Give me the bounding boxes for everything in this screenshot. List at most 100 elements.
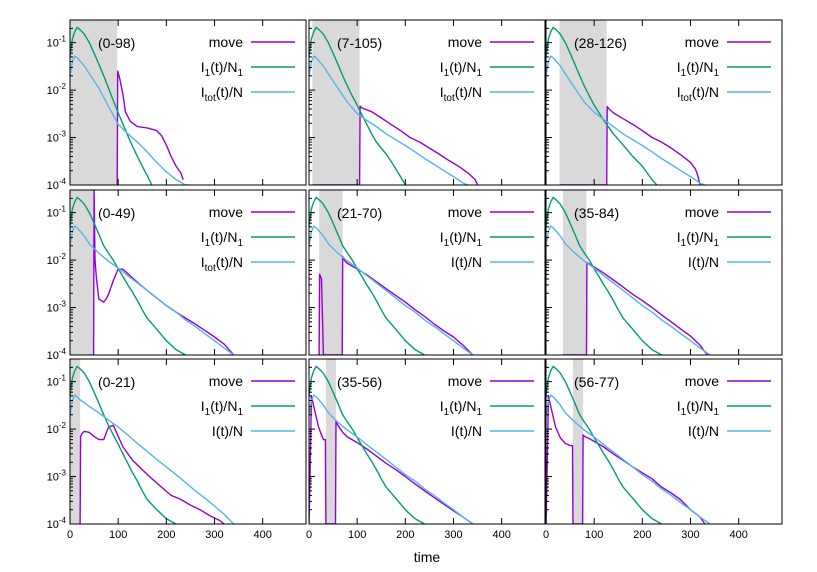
panel-frame: [69, 19, 307, 186]
legend-subscript: 1: [713, 238, 719, 249]
x-tick-label: 300: [205, 529, 223, 541]
y-tick-label: 10-4: [47, 516, 67, 531]
window-annotation: (35-84): [574, 205, 619, 221]
legend-entry: I1(t)/N1: [201, 59, 244, 79]
legend-subscript: 1: [444, 238, 450, 249]
legend-entry: move: [209, 373, 243, 389]
legend-entry: move: [448, 373, 482, 389]
x-tick-label: 200: [633, 529, 651, 541]
y-tick-exponent: -3: [59, 469, 67, 478]
window-annotation: (7-105): [337, 35, 382, 51]
legend-subscript: 1: [476, 238, 482, 249]
panel-frame: [545, 358, 783, 525]
y-tick-label: 10-3: [47, 469, 67, 484]
series-line-itottn: [309, 55, 469, 185]
panel-row2-col1: 10-410-310-210-1(0-49)moveI1(t)/N1Itot(t…: [47, 189, 307, 362]
y-tick-exponent: -4: [59, 347, 67, 356]
legend-subscript: tot: [444, 93, 455, 104]
legend-text: (t)/N: [449, 59, 476, 75]
panel-row1-col1: 10-410-310-210-1(0-98)moveI1(t)/N1Itot(t…: [47, 19, 307, 192]
x-tick-label: 100: [348, 529, 366, 541]
series-group: [70, 365, 235, 524]
shaded-range: [562, 190, 587, 355]
y-tick-exponent: -4: [59, 177, 67, 186]
series-line-i1tn1: [546, 26, 658, 185]
legend-subscript: 1: [237, 68, 243, 79]
window-annotation: (0-98): [98, 35, 135, 51]
legend-entry: I1(t)/N1: [677, 229, 720, 249]
y-tick-exponent: -1: [59, 205, 67, 214]
legend-entry: move: [685, 373, 719, 389]
legend-subscript: 1: [444, 407, 450, 418]
legend-subscript: 1: [205, 238, 211, 249]
series-line-i1tn1: [546, 365, 662, 524]
y-tick-label: 10-3: [47, 300, 67, 315]
series-line-i1tn1: [309, 365, 425, 524]
series-group: [70, 190, 235, 355]
legend-subscript: tot: [681, 93, 692, 104]
x-tick-label: 300: [681, 529, 699, 541]
panel-frame: [308, 189, 546, 356]
series-line-move: [79, 424, 225, 524]
series-group: [309, 365, 474, 524]
x-axis-label: time: [414, 549, 441, 565]
series-line-i1tn1: [70, 196, 186, 355]
legend-entry: Itot(t)/N: [201, 254, 243, 274]
legend-entry: Itot(t)/N: [201, 84, 243, 104]
window-annotation: (28-126): [574, 35, 627, 51]
window-annotation: (56-77): [574, 374, 619, 390]
y-tick-label: 10-4: [47, 177, 67, 192]
legend-subscript: 1: [681, 407, 687, 418]
series-line-itottn: [70, 55, 191, 185]
legend-entry: move: [448, 204, 482, 220]
y-tick-label: 10-4: [47, 347, 67, 362]
x-tick-label: 400: [253, 529, 271, 541]
y-tick-label: 10-2: [47, 421, 67, 436]
y-tick-exponent: -3: [59, 130, 67, 139]
legend-text: (t)/N: [692, 84, 719, 100]
legend-entry: I(t)/N: [451, 423, 482, 439]
y-tick-label: 10-3: [47, 130, 67, 145]
legend-text: (t)/N: [210, 398, 237, 414]
legend-entry: move: [209, 34, 243, 50]
series-group: [546, 196, 711, 355]
legend-subscript: 1: [681, 68, 687, 79]
shaded-range: [70, 359, 81, 524]
panel-frame: [308, 358, 546, 525]
series-line-move: [309, 395, 474, 524]
y-tick-exponent: -2: [59, 252, 67, 261]
series-line-i1tn1: [70, 26, 153, 185]
legend-subscript: 1: [476, 407, 482, 418]
legend-entry: I1(t)/N1: [201, 398, 244, 418]
series-line-move: [116, 70, 184, 185]
x-tick-label: 0: [543, 529, 549, 541]
legend-subscript: 1: [713, 407, 719, 418]
legend-text: (t)/N: [216, 84, 243, 100]
legend-subscript: tot: [205, 93, 216, 104]
series-line-itn: [70, 394, 235, 524]
legend-text: (t)/N: [455, 84, 482, 100]
legend-text: (t)/N: [216, 254, 243, 270]
series-line-i1tn1: [546, 196, 662, 355]
shaded-range: [70, 190, 94, 355]
x-tick-label: 0: [306, 529, 312, 541]
legend-subscript: 1: [713, 68, 719, 79]
series-line-move: [92, 190, 235, 355]
shaded-range: [312, 20, 360, 185]
legend-text: (t)/N: [686, 59, 713, 75]
window-annotation: (0-21): [98, 374, 135, 390]
legend-entry: I1(t)/N1: [440, 398, 483, 418]
series-line-move: [318, 255, 474, 355]
series-line-itottn: [70, 225, 235, 355]
legend-entry: move: [685, 34, 719, 50]
y-tick-label: 10-1: [47, 374, 67, 389]
y-tick-exponent: -2: [59, 421, 67, 430]
series-line-move: [559, 105, 701, 185]
legend-entry: I1(t)/N1: [201, 229, 244, 249]
x-tick-label: 100: [585, 529, 603, 541]
series-line-i1tn1: [309, 196, 425, 355]
y-tick-label: 10-2: [47, 82, 67, 97]
x-tick-label: 0: [67, 529, 73, 541]
